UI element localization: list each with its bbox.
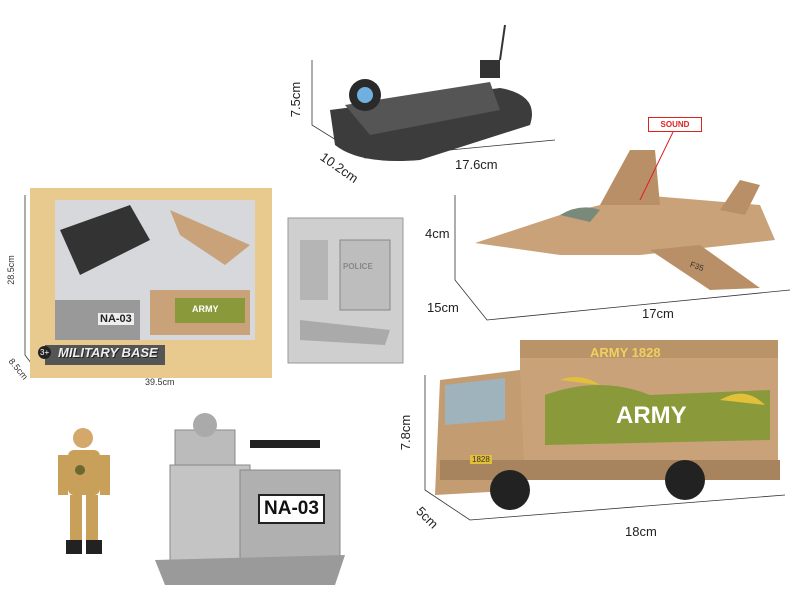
inflatable-boat [330,24,532,161]
truck-top-label: ARMY 1828 [590,345,661,360]
package-bunker-label: NA-03 [98,313,134,325]
truck-side-label: ARMY [616,402,687,429]
accessory-sprue [287,217,404,364]
bunker [155,413,345,585]
truck-height-label: 7.8cm [398,414,414,451]
boat-height-label: 7.5cm [288,81,304,118]
package-width-label: 39.5cm [145,377,175,387]
package-box [30,188,272,378]
jet-height-label: 4cm [425,226,450,241]
package-truck-label: ARMY [192,304,219,314]
truck-length-label: 18cm [625,524,657,539]
boat-length-label: 17.6cm [455,157,498,172]
package-brand: MILITARY BASE [58,345,158,360]
jet-depth-label: 15cm [427,300,459,315]
fighter-jet [475,129,775,290]
sprue-shield-text: POLICE [343,262,373,271]
package-height-label: 28.5cm [5,255,16,285]
package-age-badge: 3+ [38,346,52,359]
army-truck [435,340,780,510]
soldier-figure [58,428,110,554]
bunker-sign: NA-03 [258,494,325,524]
jet-length-label: 17cm [642,306,674,321]
sound-callout: SOUND [648,117,702,132]
truck-cab-number: 1828 [470,455,492,464]
